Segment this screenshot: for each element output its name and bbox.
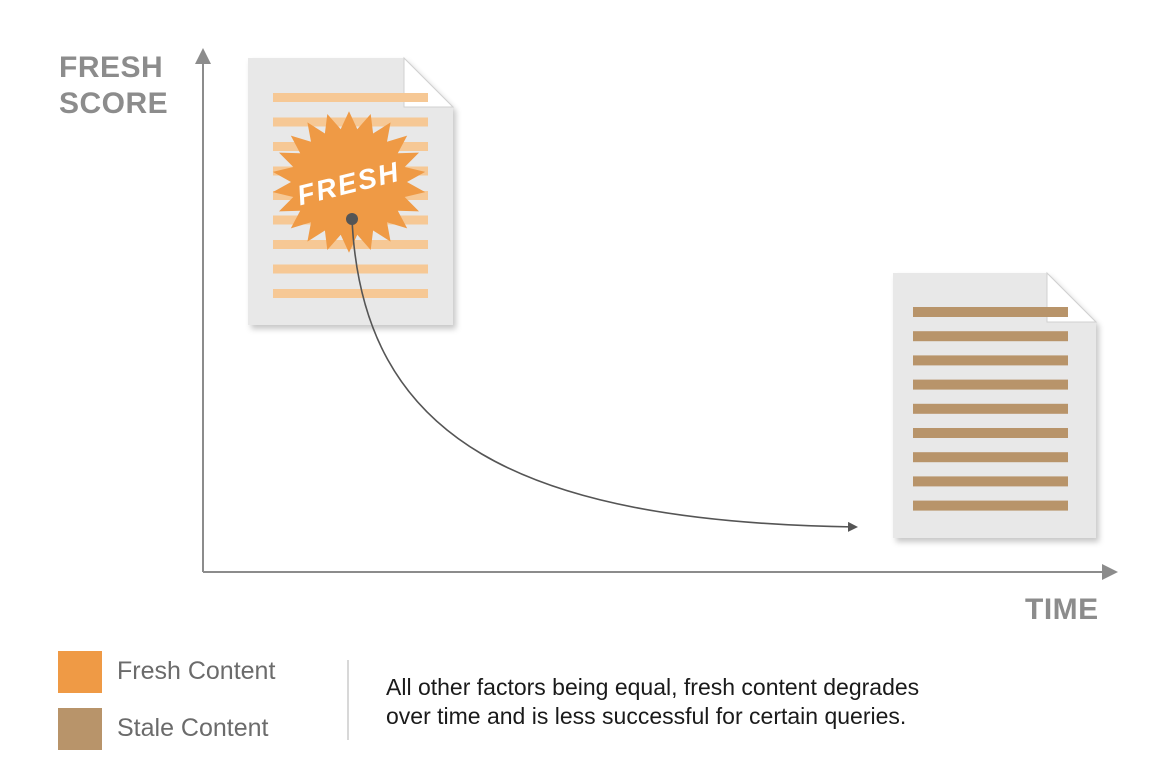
- stale-legend-label: Stale Content: [117, 714, 269, 742]
- text-line: [273, 264, 428, 274]
- stale-legend-swatch: [58, 708, 102, 750]
- fresh-legend-swatch: [58, 651, 102, 693]
- text-line: [913, 428, 1068, 438]
- curve-start-dot: [346, 213, 358, 225]
- stale-text-lines: [913, 307, 1068, 511]
- fresh-starburst-icon: FRESH: [272, 111, 426, 253]
- caption: All other factors being equal, fresh con…: [386, 673, 1126, 731]
- text-line: [913, 403, 1068, 414]
- y-axis: [195, 48, 211, 572]
- text-line: [913, 355, 1068, 366]
- x-axis: [203, 564, 1118, 580]
- text-line: [273, 289, 428, 298]
- y-axis-label-line1: FRESH: [59, 51, 164, 84]
- text-line: [913, 331, 1068, 342]
- text-line: [913, 452, 1068, 463]
- text-line: [913, 476, 1068, 487]
- caption-line1: All other factors being equal, fresh con…: [386, 674, 920, 700]
- legend-divider: [347, 660, 349, 740]
- x-axis-arrow-icon: [1102, 564, 1118, 580]
- x-axis-label: TIME: [1025, 593, 1099, 626]
- fresh-legend-label: Fresh Content: [117, 657, 276, 685]
- stale-document-icon: [893, 271, 1098, 538]
- text-line: [273, 93, 428, 102]
- caption-line2: over time and is less successful for cer…: [386, 703, 907, 729]
- text-line: [913, 307, 1068, 317]
- text-line: [913, 500, 1068, 511]
- text-line: [913, 379, 1068, 390]
- decay-curve: [346, 213, 858, 532]
- y-axis-label: FRESH SCORE: [59, 50, 168, 122]
- y-axis-label-line2: SCORE: [59, 87, 169, 120]
- fresh-document-icon: FRESH: [248, 56, 455, 325]
- y-axis-arrow-icon: [195, 48, 211, 64]
